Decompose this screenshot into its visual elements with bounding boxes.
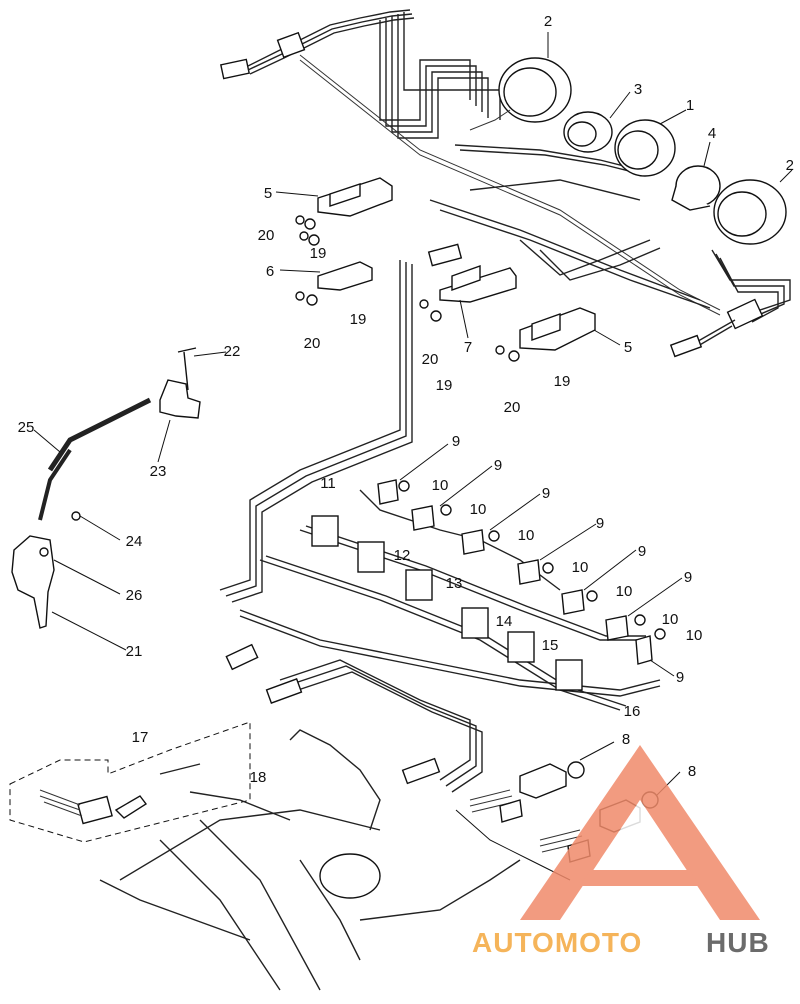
callout-25: 25 [18,419,35,436]
callout-9-c: 9 [542,485,550,502]
callout-19-a: 19 [310,245,327,262]
callout-9-g: 9 [676,669,684,686]
logo-inner-triangle-icon [600,800,680,860]
callout-26: 26 [126,587,143,604]
callout-9-d: 9 [596,515,604,532]
callout-20-d: 20 [504,399,521,416]
callout-10-a: 10 [432,477,449,494]
callout-18: 18 [250,769,267,786]
callout-10-c: 10 [518,527,535,544]
watermark-logo [520,745,760,920]
callout-19-c: 19 [436,377,453,394]
callout-7: 7 [464,339,472,356]
gauge-harness [219,9,791,358]
callout-20-c: 20 [422,351,439,368]
callout-10-d: 10 [572,559,589,576]
callout-20-a: 20 [258,227,275,244]
callout-6: 6 [266,263,274,280]
callout-8-a: 8 [622,731,630,748]
callout-16: 16 [624,703,641,720]
callout-24: 24 [126,533,143,550]
watermark-brand-hub: HUB [706,927,770,958]
callout-12: 12 [394,547,411,564]
callout-10-g: 10 [686,627,703,644]
callout-9-e: 9 [638,543,646,560]
callout-8-b: 8 [688,763,696,780]
callout-5-left: 5 [264,185,272,202]
logo-triangle-icon [520,745,760,920]
logo-bar-icon [580,870,700,886]
watermark-brand-automoto: AUTOMOTO [472,927,642,958]
callout-labels: 2 3 1 4 2 5 20 19 6 19 20 7 20 19 5 19 2… [18,13,794,786]
callout-19-b: 19 [350,311,367,328]
callout-9-b: 9 [494,457,502,474]
callout-23: 23 [150,463,167,480]
callout-20-b: 20 [304,335,321,352]
callout-3: 3 [634,81,642,98]
callout-5-right: 5 [624,339,632,356]
callout-22: 22 [224,343,241,360]
callout-17: 17 [132,729,149,746]
callout-4: 4 [708,125,716,142]
callout-1: 1 [686,97,694,114]
callout-9-f: 9 [684,569,692,586]
left-switch-assembly [11,347,201,629]
leader-lines [33,32,793,797]
callout-13: 13 [446,575,463,592]
callout-21: 21 [126,643,143,660]
callout-11: 11 [320,475,336,492]
callout-15: 15 [542,637,559,654]
callout-2-right: 2 [786,157,794,174]
callout-10-f: 10 [662,611,679,628]
callout-10-e: 10 [616,583,633,600]
callout-10-b: 10 [470,501,487,518]
callout-2-top: 2 [544,13,552,30]
callout-14: 14 [496,613,513,630]
relay-harness [219,260,666,793]
callout-19-d: 19 [554,373,571,390]
callout-9-a: 9 [452,433,460,450]
